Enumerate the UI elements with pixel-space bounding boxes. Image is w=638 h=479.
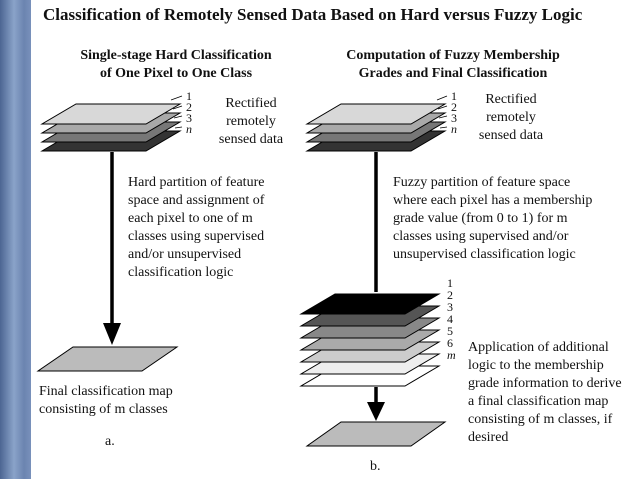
panel-a-arrow-head [103, 323, 121, 345]
panel-b-input-line2: remotely [486, 110, 536, 125]
panel-a-process-line3: each pixel to one of m [128, 211, 253, 226]
panel-b-process-line3: grade value (from 0 to 1) for m [393, 211, 568, 226]
membership-label-2: 2 [447, 288, 453, 302]
panel-b-layer-label-3: 3 [451, 111, 457, 125]
membership-label-1: 1 [447, 276, 453, 290]
panel-b-final-line4: a final classification map [468, 394, 609, 409]
panel-a-process-line5: and/or unsupervised [128, 247, 242, 262]
panel-a-input-line3: sensed data [218, 132, 284, 147]
panel-a-process-line2: space and assignment of [128, 193, 265, 208]
panel-b-layer-label-2: 2 [451, 100, 457, 114]
panel-b-process-line1: Fuzzy partition of feature space [393, 175, 571, 190]
figure-panel: Classification of Remotely Sensed Data B… [31, 0, 638, 479]
panel-a-layer-label-3: 3 [186, 111, 192, 125]
panel-b-process-line4: classes using supervised and/or [393, 229, 569, 244]
panel-a-process-line1: Hard partition of feature [128, 175, 265, 190]
membership-label-5: 5 [447, 324, 453, 338]
panel-b-layer-1 [305, 103, 447, 125]
membership-label-3: 3 [447, 300, 453, 314]
panel-a-layer-label-1: 1 [186, 89, 192, 103]
panel-b-arrow-2-head [367, 402, 385, 421]
panel-a-layer-label-2: 2 [186, 100, 192, 114]
membership-label-4: 4 [447, 312, 453, 326]
panel-b-heading-line2: Grades and Final Classification [358, 66, 548, 81]
panel-b-layer-label-n: n [451, 122, 457, 136]
panel-a-input-line1: Rectified [225, 96, 277, 111]
membership-label-6: 6 [447, 336, 453, 350]
panel-b-final-line3: grade information to derive [468, 376, 622, 391]
membership-layer-1 [299, 293, 441, 315]
panel-a-output-map [36, 346, 179, 372]
panel-a-heading-line2: of One Pixel to One Class [99, 66, 253, 81]
panel-a-heading-line1: Single-stage Hard Classification [80, 48, 272, 63]
diagram-graphics [36, 95, 448, 447]
panel-a-input-line2: remotely [226, 114, 276, 129]
panel-b-caption: b. [370, 459, 381, 474]
panel-b-layer-label-1: 1 [451, 89, 457, 103]
panel-b-final-line1: Application of additional [468, 340, 609, 355]
panel-a-process-line6: classification logic [128, 265, 234, 280]
membership-label-m: m [447, 348, 456, 362]
panel-b-input-line1: Rectified [485, 92, 537, 107]
panel-b-final-line5: consisting of m classes, if [468, 412, 613, 427]
panel-a-caption: a. [105, 434, 115, 449]
panel-b-heading-line1: Computation of Fuzzy Membership [346, 48, 560, 63]
panel-b-process-line2: where each pixel has a membership [393, 193, 593, 208]
panel-a-process-line4: classes using supervised [128, 229, 265, 244]
panel-b-final-line6: desired [468, 430, 509, 445]
figure-title: Classification of Remotely Sensed Data B… [43, 5, 583, 24]
panel-a-layer-1 [40, 103, 182, 125]
panel-a-layer-label-n: n [186, 122, 192, 136]
panel-b-output-map [305, 421, 447, 447]
panel-b-final-line2: logic to the membership [468, 358, 604, 373]
panel-b-input-line3: sensed data [478, 128, 544, 143]
panel-b-process-line5: unsupervised classification logic [393, 247, 576, 262]
panel-a-output-line1: Final classification map [39, 384, 173, 399]
panel-a-output-line2: consisting of m classes [39, 402, 168, 417]
